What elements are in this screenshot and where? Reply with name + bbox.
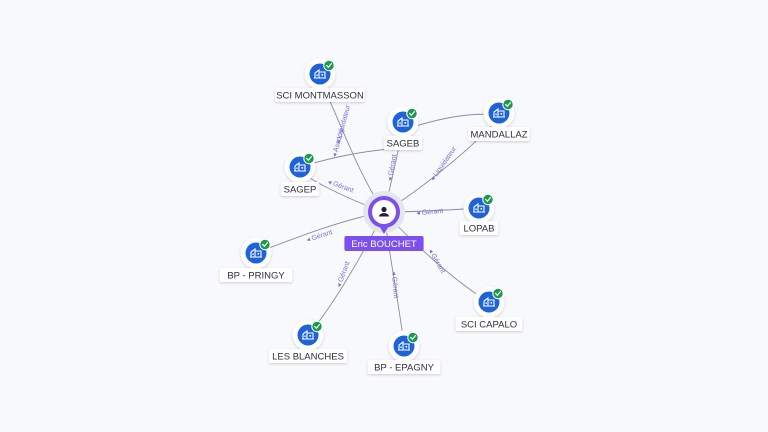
node-label: MANDALLAZ [470, 130, 527, 141]
center-label-box [344, 236, 424, 251]
edge-label: ◂ Gérant [427, 248, 447, 275]
node-label: SAGEP [284, 185, 317, 196]
building-glyph [493, 107, 505, 118]
center-node[interactable]: Eric BOUCHET [344, 191, 424, 251]
edge-label: ◂ Gérant [327, 179, 355, 195]
edge-label: ◂ Gérant [387, 154, 399, 182]
node-label: BP - EPAGNY [374, 363, 434, 374]
verified-check-icon [406, 107, 418, 120]
verified-check-icon [311, 320, 323, 333]
node-label-box [268, 349, 348, 363]
node-label-box [367, 360, 441, 374]
node-label: SAGEB [387, 139, 420, 150]
person-icon [379, 206, 389, 217]
node-label-box [468, 127, 530, 141]
company-node-sci-montmasson[interactable]: SCI MONTMASSON [275, 58, 365, 103]
verified-check-icon [492, 287, 504, 300]
verified-check-icon [259, 238, 271, 251]
node-label-box [219, 268, 293, 282]
node-label: LES BLANCHES [272, 352, 344, 363]
building-glyph [250, 247, 262, 258]
verified-check-icon [482, 193, 494, 206]
edge-label: ◂ Gérant [416, 208, 443, 217]
verified-check-icon [323, 59, 335, 72]
building-glyph [302, 329, 314, 340]
company-node-sageb[interactable]: SAGEB [383, 106, 423, 151]
edge-label: ◂ Associé [331, 127, 345, 157]
node-label-box [275, 88, 365, 102]
company-node-sci-capalo[interactable]: SCI CAPALO [455, 286, 523, 332]
building-glyph [398, 340, 410, 351]
building-glyph [314, 68, 326, 79]
center-label: Eric BOUCHET [351, 239, 417, 250]
edge-les-blanches: ◂ Gérant [307, 211, 385, 336]
building-glyph [294, 161, 306, 172]
company-node-les-blanches[interactable]: LES BLANCHES [268, 319, 348, 364]
node-label-box [383, 136, 423, 150]
verified-check-icon [303, 152, 315, 165]
company-node-sagep[interactable]: SAGEP [280, 151, 320, 197]
building-glyph [473, 202, 485, 213]
building-glyph [483, 296, 495, 307]
verified-check-icon [502, 98, 514, 111]
edge-label: ◂ Liquidateur [429, 145, 458, 182]
company-node-bp-pringy[interactable]: BP - PRINGY [219, 237, 293, 283]
company-node-lopab[interactable]: LOPAB [459, 192, 499, 236]
node-label: SCI MONTMASSON [276, 91, 364, 102]
node-label-box [459, 221, 499, 235]
node-label: BP - PRINGY [227, 271, 285, 282]
edge-label: ◂ Gérant [390, 271, 399, 298]
company-node-bp-epagny[interactable]: BP - EPAGNY [367, 330, 441, 375]
edge-label: ◂ Gérant [306, 229, 334, 244]
node-label-box [455, 317, 523, 331]
company-node-mandallaz[interactable]: MANDALLAZ [468, 97, 530, 142]
verified-check-icon [407, 331, 419, 344]
node-label: SCI CAPALO [461, 320, 517, 331]
node-label-box [280, 182, 320, 196]
building-glyph [397, 116, 409, 127]
nodes-layer: SCI MONTMASSON SAGEB MANDALLAZ SAGEP LOPAB BP… [219, 58, 530, 375]
edge-label: ◂ Gérant [336, 261, 352, 289]
node-label: LOPAB [464, 224, 495, 235]
